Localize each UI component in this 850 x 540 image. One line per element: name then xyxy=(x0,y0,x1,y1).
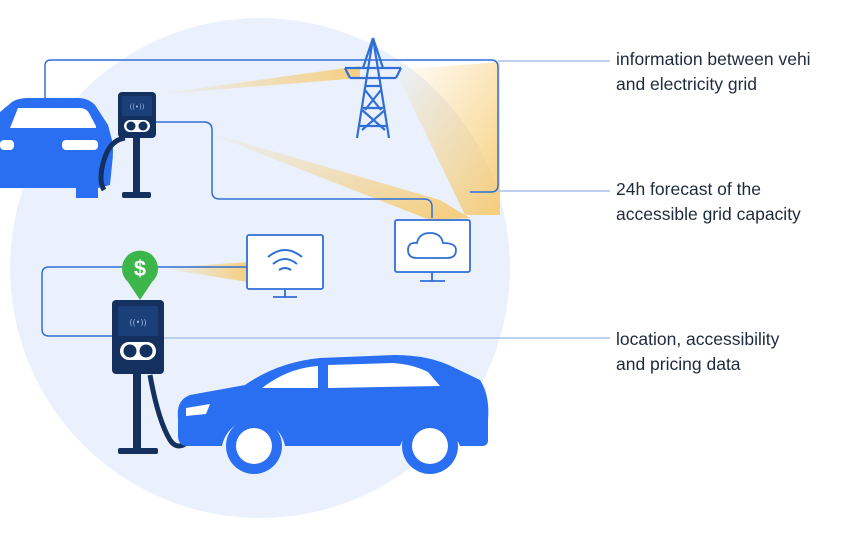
ev-charger-main-icon: ((•)) xyxy=(112,300,192,454)
ev-charger-icon: ((•)) xyxy=(98,92,156,198)
connector-charger-to-cloud xyxy=(155,121,433,218)
connector-car-to-grid-loop xyxy=(44,59,499,193)
svg-text:((•)): ((•)) xyxy=(129,318,146,327)
label-location-pricing-line1: location, accessibility xyxy=(616,329,780,349)
car-icon xyxy=(0,98,113,198)
wifi-monitor-icon xyxy=(246,234,324,298)
label-grid-information: information between vehi and electricity… xyxy=(616,47,811,97)
label-location-pricing-line2: and pricing data xyxy=(616,354,741,374)
label-capacity-forecast-line1: 24h forecast of the xyxy=(616,179,761,199)
cloud-monitor-icon xyxy=(394,219,471,282)
dollar-symbol: $ xyxy=(134,256,146,281)
label-grid-information-line2: and electricity grid xyxy=(616,74,758,94)
beam-top-to-cloud xyxy=(200,130,470,220)
beam-tower-to-cloud xyxy=(395,62,500,215)
connector-monitor-loop xyxy=(41,266,248,337)
label-leaders xyxy=(160,60,610,339)
label-grid-information-line1: information between vehi xyxy=(616,49,811,69)
label-capacity-forecast-line2: accessible grid capacity xyxy=(616,204,801,224)
power-tower-icon xyxy=(344,37,402,139)
svg-text:((•)): ((•)) xyxy=(129,103,144,111)
car-side-icon xyxy=(177,355,489,474)
label-capacity-forecast: 24h forecast of the accessible grid capa… xyxy=(616,177,801,227)
dollar-pin-icon: $ xyxy=(122,250,158,300)
beam-charger-to-tower xyxy=(150,66,360,95)
label-location-pricing: location, accessibility and pricing data xyxy=(616,327,779,377)
network-connectors xyxy=(41,59,499,337)
